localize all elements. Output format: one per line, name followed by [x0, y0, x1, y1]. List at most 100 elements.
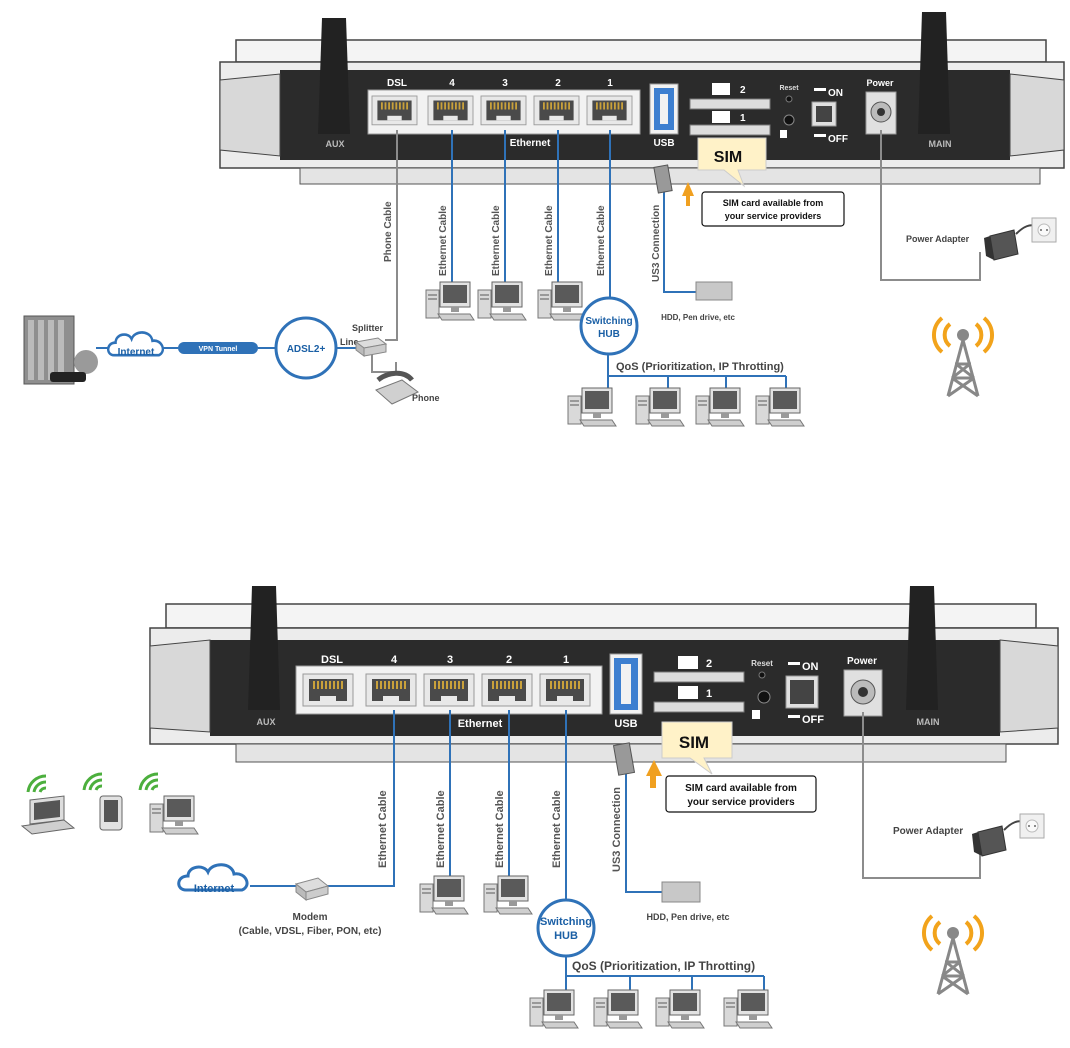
- laptop-icon: [20, 795, 76, 835]
- lan-port-2[interactable]: [481, 673, 533, 707]
- hdd-label: HDD, Pen drive, etc: [646, 912, 729, 922]
- vpn-tunnel: VPN Tunnel: [178, 342, 258, 354]
- sim-slot-1-label: 1: [740, 113, 746, 124]
- office-building-icon: [23, 315, 98, 385]
- lan-port-3[interactable]: [423, 673, 475, 707]
- dsl-port[interactable]: [371, 95, 418, 126]
- wps-button[interactable]: [783, 114, 795, 126]
- usb-connection-label: US3 Connection: [611, 787, 623, 872]
- phone-label: Phone: [412, 393, 440, 403]
- dsl-port-label: DSL: [387, 78, 407, 89]
- sim-slot-1-label: 1: [706, 688, 712, 700]
- lan-port-2-label: 2: [506, 654, 512, 666]
- power-adapter-label: Power Adapter: [906, 234, 970, 244]
- power-adapter-icon: [971, 813, 1045, 857]
- sim-note-line2: your service providers: [687, 797, 795, 808]
- power-adapter-label: Power Adapter: [893, 826, 963, 837]
- main-label: MAIN: [929, 139, 952, 149]
- reset-button[interactable]: [785, 95, 793, 103]
- router-bottom: AUX MAIN DSL 4 3 2 1 Ethernet USB 2 1 R: [149, 586, 1059, 763]
- sim-slot-2[interactable]: [653, 671, 745, 683]
- lan-port-3[interactable]: [480, 95, 527, 126]
- sim-slot-2-label: 2: [740, 85, 746, 96]
- lan-port-4[interactable]: [365, 673, 417, 707]
- usb-stick-icon: [612, 742, 636, 776]
- switching-hub: Switching HUB: [536, 898, 596, 958]
- pc-icon: [695, 387, 745, 427]
- sim-slot-1[interactable]: [689, 124, 771, 136]
- insert-arrow-icon: [682, 182, 694, 196]
- sim-label: SIM: [679, 733, 709, 752]
- hdd-icon: [695, 281, 733, 301]
- sim-note-line1: SIM card available from: [723, 198, 824, 208]
- reset-label: Reset: [751, 659, 773, 668]
- ethernet-cable-label-3: Ethernet Cable: [435, 790, 447, 868]
- adsl-modem: ADSL2+: [274, 316, 338, 380]
- signal-tower-icon: [931, 316, 995, 398]
- usb-stick-icon: [653, 164, 673, 194]
- splitter-label: Splitter: [352, 323, 384, 333]
- pc-icon: [567, 387, 617, 427]
- lan-port-1[interactable]: [539, 673, 591, 707]
- ethernet-cable-label-3: Ethernet Cable: [491, 205, 502, 276]
- antenna-main: [906, 586, 938, 710]
- pc-icon: [419, 875, 469, 915]
- lan-port-2-label: 2: [555, 78, 561, 89]
- ethernet-cable-label-4: Ethernet Cable: [377, 790, 389, 868]
- wifi-signal-icon: [26, 774, 47, 793]
- sim-card-callout: SIM SIM card available from your service…: [612, 721, 817, 813]
- phone-icon: [375, 370, 419, 405]
- lan-port-4-label: 4: [391, 654, 398, 666]
- qos-label: QoS (Prioritization, IP Throtting): [616, 361, 784, 373]
- pc-icon: [149, 795, 199, 835]
- sim-slot-1[interactable]: [653, 701, 745, 713]
- vpn-label: VPN Tunnel: [199, 346, 238, 353]
- dsl-port[interactable]: [302, 673, 354, 707]
- off-label: OFF: [828, 134, 848, 145]
- lan-port-1[interactable]: [586, 95, 633, 126]
- ethernet-label: Ethernet: [510, 138, 551, 149]
- pc-icon: [723, 989, 773, 1029]
- ethernet-label: Ethernet: [458, 718, 503, 730]
- switching-hub: Switching HUB: [579, 296, 639, 356]
- top-diagram: AUX MAIN DSL 4 3 2 1 Ethernet USB: [23, 12, 1065, 427]
- switching-hub-label-1: Switching: [585, 316, 632, 327]
- pc-icon: [529, 989, 579, 1029]
- router-top: AUX MAIN DSL 4 3 2 1 Ethernet USB: [219, 12, 1065, 185]
- phone-cable-label: Phone Cable: [383, 201, 394, 262]
- on-label: ON: [802, 661, 819, 673]
- hdd-label: HDD, Pen drive, etc: [661, 313, 735, 322]
- pc-icon: [655, 989, 705, 1029]
- sim-note-line1: SIM card available from: [685, 783, 797, 794]
- antenna-aux: [248, 586, 280, 710]
- insert-arrow-icon: [646, 760, 662, 776]
- signal-tower-icon: [921, 914, 985, 996]
- reset-button[interactable]: [758, 671, 766, 679]
- hdd-icon: [661, 881, 701, 903]
- ethernet-cable-label-4: Ethernet Cable: [438, 205, 449, 276]
- wifi-clients: [20, 772, 199, 835]
- lan-port-3-label: 3: [447, 654, 453, 666]
- antenna-main: [918, 12, 950, 134]
- lan-port-1-label: 1: [607, 78, 613, 89]
- sim-slot-2-label: 2: [706, 658, 712, 670]
- pc-icon: [425, 281, 475, 321]
- modem-icon: [294, 877, 330, 902]
- internet-cloud: Internet: [106, 331, 165, 358]
- cables-bottom: [250, 710, 981, 994]
- ethernet-cable-label-2: Ethernet Cable: [544, 205, 555, 276]
- modem-label: Modem: [293, 912, 328, 923]
- on-label: ON: [828, 88, 843, 99]
- wps-button[interactable]: [757, 690, 771, 704]
- wifi-signal-icon: [82, 772, 103, 791]
- qos-label: QoS (Prioritization, IP Throtting): [572, 959, 755, 973]
- lan-port-4[interactable]: [427, 95, 474, 126]
- lan-port-2[interactable]: [533, 95, 580, 126]
- power-label: Power: [866, 78, 894, 88]
- sim-slot-2[interactable]: [689, 98, 771, 110]
- aux-label: AUX: [325, 139, 344, 149]
- internet-label: Internet: [194, 883, 235, 895]
- modem-types-label: (Cable, VDSL, Fiber, PON, etc): [239, 926, 382, 937]
- cables-top: [96, 130, 981, 392]
